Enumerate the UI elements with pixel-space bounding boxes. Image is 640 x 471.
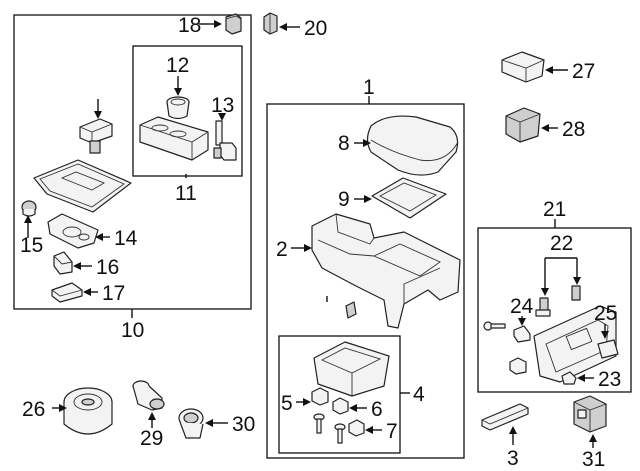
part-30-socket bbox=[178, 408, 204, 439]
part-8-armrest-lid bbox=[366, 115, 459, 176]
part-5-clip bbox=[311, 387, 329, 406]
callout-17: 17 bbox=[102, 282, 125, 305]
part-10-console-plate bbox=[33, 159, 132, 213]
callout-18: 18 bbox=[178, 14, 201, 37]
part-28-switch bbox=[505, 107, 541, 143]
part-13-bracket bbox=[213, 120, 237, 161]
callout-9: 9 bbox=[338, 188, 350, 211]
part-24-clip bbox=[513, 325, 531, 343]
callout-21: 21 bbox=[543, 198, 566, 221]
callout-29: 29 bbox=[140, 427, 163, 450]
part-21-trim-panel bbox=[533, 305, 617, 383]
callout-6: 6 bbox=[371, 398, 383, 421]
callout-13: 13 bbox=[211, 94, 234, 117]
part-18-clip bbox=[225, 13, 242, 35]
callout-2: 2 bbox=[276, 238, 288, 261]
callout-5: 5 bbox=[281, 392, 293, 415]
callout-4: 4 bbox=[413, 383, 425, 406]
callout-15: 15 bbox=[20, 234, 43, 257]
part-11-tray bbox=[139, 116, 209, 161]
callout-1: 1 bbox=[363, 76, 375, 99]
callout-7: 7 bbox=[386, 420, 398, 443]
callout-labels: 18 20 12 13 11 14 15 16 17 10 1 8 9 2 4 … bbox=[20, 14, 621, 471]
callout-20: 20 bbox=[304, 17, 327, 40]
callout-27: 27 bbox=[572, 60, 595, 83]
group-frame-1 bbox=[266, 103, 465, 459]
callout-22: 22 bbox=[550, 232, 573, 255]
part-27-switch bbox=[501, 51, 545, 83]
callout-10: 10 bbox=[121, 319, 144, 342]
part-25-label bbox=[597, 339, 619, 359]
bolt-4b bbox=[334, 423, 346, 444]
callout-28: 28 bbox=[562, 118, 585, 141]
part-31-module bbox=[573, 395, 607, 433]
part-22-connector-b bbox=[571, 285, 581, 301]
callout-11: 11 bbox=[175, 182, 197, 205]
callout-26: 26 bbox=[22, 398, 45, 421]
group-frame-11 bbox=[132, 45, 243, 177]
part-29-socket bbox=[132, 380, 165, 411]
callout-30: 30 bbox=[232, 413, 255, 436]
part-21-clip bbox=[509, 357, 527, 375]
part-4-storage-bin bbox=[313, 341, 390, 397]
bolt-4a bbox=[313, 413, 325, 434]
callout-16: 16 bbox=[96, 256, 119, 279]
callout-25: 25 bbox=[594, 302, 617, 325]
part-15-knob bbox=[21, 200, 37, 217]
part-26-socket-housing bbox=[63, 387, 113, 435]
callout-8: 8 bbox=[338, 132, 350, 155]
part-16-clip bbox=[53, 251, 73, 275]
part-22-connector-a bbox=[535, 297, 551, 317]
group-frame-4 bbox=[278, 335, 401, 454]
part-12-cup-holder bbox=[166, 96, 190, 120]
callout-23: 23 bbox=[598, 368, 621, 391]
part-6-clip bbox=[332, 397, 349, 415]
callout-24: 24 bbox=[510, 295, 534, 318]
part-20-clip bbox=[263, 12, 278, 35]
part-17-plate bbox=[51, 282, 83, 303]
part-23-clip bbox=[561, 371, 577, 385]
part-2-console-body bbox=[311, 213, 461, 329]
callout-14: 14 bbox=[114, 227, 138, 250]
part-9-tray bbox=[371, 177, 447, 219]
part-14-bezel bbox=[47, 213, 99, 249]
callout-12: 12 bbox=[166, 54, 189, 77]
callout-31: 31 bbox=[582, 448, 605, 471]
callout-3: 3 bbox=[507, 447, 519, 470]
leader-lines bbox=[24, 20, 609, 448]
part-19-switch bbox=[79, 118, 113, 154]
part-21-screw bbox=[483, 321, 506, 331]
part-3-bracket bbox=[481, 403, 529, 431]
part-7-clip bbox=[348, 419, 365, 437]
